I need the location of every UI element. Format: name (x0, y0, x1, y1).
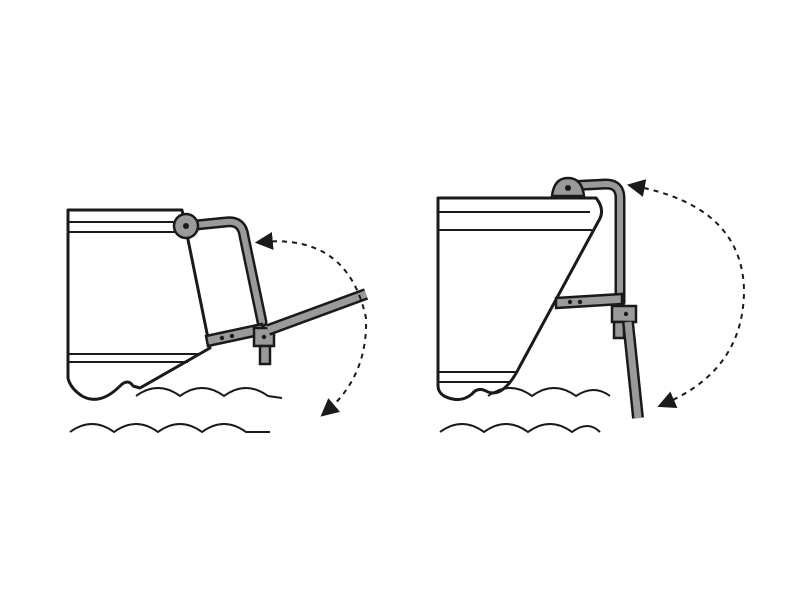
water-wave-icon (69, 423, 270, 434)
water-wave-icon (135, 387, 283, 399)
fold-arrow-icon (254, 232, 368, 417)
water-wave-icon (439, 423, 601, 434)
boat-hull-right (436, 196, 603, 401)
panel-ladder-stowed (436, 176, 746, 434)
boat-hull-left (66, 208, 212, 401)
panel-ladder-deployed (66, 208, 369, 434)
fold-arrow-icon (626, 179, 746, 409)
water-wave-icon (487, 387, 611, 398)
